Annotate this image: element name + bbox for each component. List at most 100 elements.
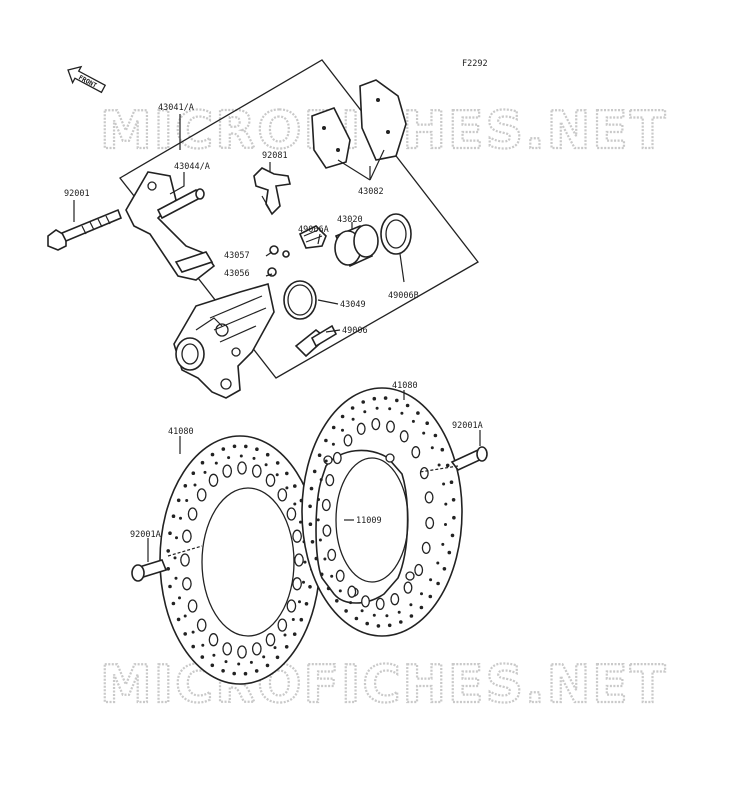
- disc-hole: [430, 446, 434, 450]
- disc-hole: [356, 422, 366, 435]
- disc-hole: [187, 507, 198, 521]
- pad-spring: [253, 167, 291, 216]
- disc-hole: [400, 411, 404, 415]
- disc-hole: [293, 484, 297, 488]
- disc-hole: [244, 444, 248, 449]
- disc-hole: [221, 447, 226, 451]
- disc-hole: [302, 580, 305, 584]
- disc-hole: [308, 504, 312, 509]
- disc-hole: [309, 486, 314, 491]
- disc-hole: [237, 662, 241, 666]
- disc-hole: [416, 411, 420, 415]
- disc-hole: [232, 671, 236, 676]
- disc-hole: [409, 603, 413, 607]
- disc-hole: [372, 613, 376, 617]
- piston: [334, 224, 379, 268]
- disc-hole: [183, 614, 187, 618]
- disc-hole: [308, 522, 313, 526]
- disc-hole: [375, 406, 379, 410]
- disc-hole: [332, 451, 342, 465]
- bleeder-valve: [267, 245, 290, 277]
- disc-hole: [363, 410, 367, 414]
- disc-hole: [191, 471, 196, 476]
- disc-hole: [183, 632, 187, 636]
- disc-hole: [291, 618, 295, 621]
- disc-hole: [239, 454, 243, 458]
- disc-hole: [265, 452, 270, 457]
- disc-hole: [452, 515, 456, 520]
- watermark-bottom: MICROFICHES.NET: [100, 655, 667, 715]
- disc-hole: [360, 609, 364, 613]
- front-arrow-icon: FRONT: [67, 65, 107, 94]
- disc-hole: [255, 447, 259, 452]
- disc-hole: [327, 548, 337, 562]
- disc-hole: [292, 529, 302, 543]
- disc-hole: [344, 609, 348, 613]
- disc-hole: [444, 502, 448, 506]
- disc-hole: [338, 589, 342, 593]
- disc-hole: [323, 557, 327, 561]
- disc-hole: [265, 663, 270, 668]
- disc-hole: [303, 560, 307, 564]
- disc-hole: [397, 610, 401, 614]
- disc-hole: [451, 498, 456, 502]
- disc-hole: [286, 507, 297, 521]
- caliper-body: [173, 282, 275, 399]
- disc-hole: [166, 549, 170, 553]
- disc-hole: [442, 482, 446, 486]
- disc-hole: [196, 488, 207, 502]
- disc-hole: [174, 576, 178, 580]
- disc-hole: [252, 456, 256, 460]
- disc-hole: [372, 396, 377, 401]
- disc-hole: [388, 407, 392, 411]
- disc-hole: [232, 444, 237, 449]
- piston-seal: [380, 213, 412, 255]
- disc-hole: [176, 498, 181, 503]
- disc-hole: [284, 645, 289, 649]
- disc-hole: [265, 633, 276, 647]
- disc-hole: [176, 617, 181, 622]
- disc-bolt-right: [450, 446, 488, 471]
- disc-hole: [210, 663, 215, 668]
- disc-hole: [237, 461, 247, 475]
- disc-hole: [264, 463, 268, 467]
- disc-hole: [375, 597, 385, 611]
- disc-hole: [277, 618, 288, 632]
- label-92001: 92001: [64, 189, 90, 199]
- label-43057: 43057: [224, 251, 250, 261]
- brake-disc-left: [159, 435, 321, 685]
- disc-hole: [428, 594, 433, 599]
- disc-hole: [200, 655, 205, 659]
- left-disc-holes: [166, 444, 314, 676]
- disc-hole: [419, 605, 424, 610]
- disc-hole: [411, 419, 415, 423]
- disc-hole: [449, 480, 454, 485]
- disc-hole: [317, 453, 322, 458]
- disc-hole: [183, 484, 188, 488]
- label-41080-left: 41080: [168, 427, 194, 437]
- disc-hole: [447, 550, 452, 555]
- disc-hole: [440, 447, 445, 452]
- disc-hole: [262, 655, 266, 659]
- disc-hole: [203, 470, 207, 474]
- disc-hole: [331, 442, 335, 446]
- disc-hole: [208, 633, 219, 647]
- label-43044A: 43044/A: [174, 162, 210, 172]
- disc-hole: [237, 645, 247, 659]
- disc-hole: [277, 488, 288, 502]
- disc-hole: [191, 630, 195, 634]
- disc-hole: [292, 632, 297, 636]
- disc-hole: [212, 653, 216, 657]
- disc-hole: [376, 624, 381, 628]
- disc-hole: [390, 593, 400, 606]
- disc-hole: [420, 592, 423, 596]
- disc-hole: [343, 434, 353, 447]
- disc-hole: [249, 660, 253, 664]
- disc-hole: [347, 585, 357, 598]
- disc-hole: [399, 430, 409, 443]
- disc-hole: [222, 642, 233, 656]
- disc-hole: [308, 585, 312, 589]
- disc-hole: [214, 461, 218, 465]
- disc-hole: [321, 498, 331, 512]
- disc-hole: [411, 446, 421, 459]
